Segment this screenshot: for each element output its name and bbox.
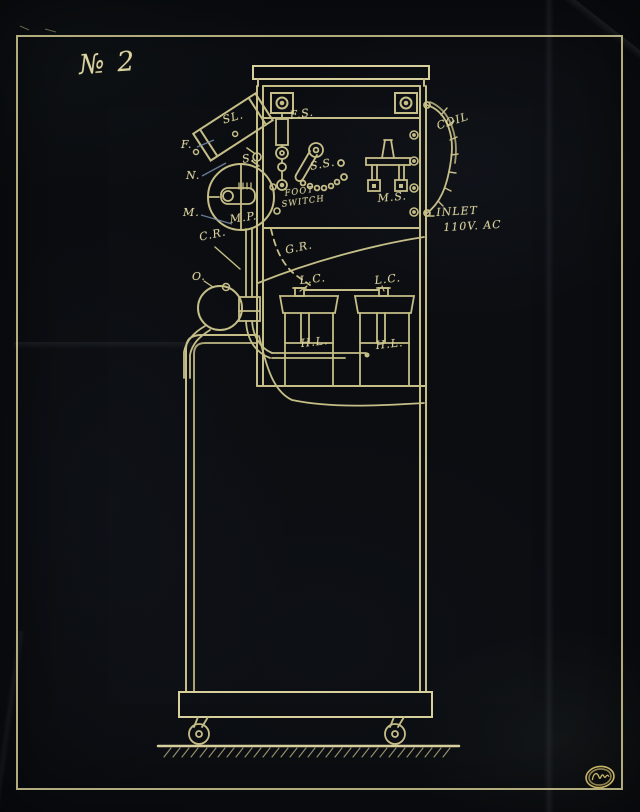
embossed-stamp [585, 765, 615, 789]
cr-leader [214, 246, 241, 270]
label-ms: M.S. [377, 189, 408, 205]
lamp-housing [191, 92, 275, 167]
base-plinth [178, 691, 433, 718]
drawing-number: № 2 [78, 46, 138, 81]
label-n: N. [186, 169, 201, 182]
caster-right [384, 716, 406, 745]
label-f: F. [181, 138, 193, 151]
label-o: O. [192, 270, 206, 283]
mounting-bracket-right [394, 92, 418, 114]
jar-right [353, 287, 416, 387]
ground-line [156, 744, 461, 758]
lower-cabinet [185, 334, 258, 693]
glass-bulb [197, 280, 243, 331]
power-cords [257, 236, 425, 407]
coil-cable [423, 101, 459, 217]
label-lc-left: L.C. [299, 271, 327, 287]
blue-leader-lines [196, 139, 233, 225]
main-knife-switch [365, 139, 411, 192]
tubing [183, 320, 370, 379]
gr-dashed-leader [270, 228, 311, 286]
paper-scratches [19, 25, 57, 33]
selector-switch [294, 142, 348, 192]
label-lc-right: L.C. [374, 271, 402, 287]
fuse-assembly [275, 112, 289, 191]
lc-left-leader [299, 285, 308, 292]
terminal-posts [409, 130, 419, 217]
label-s: S. [241, 150, 256, 166]
label-inlet: INLET [436, 203, 479, 219]
jar-left [278, 287, 340, 387]
label-m: M. [183, 206, 200, 219]
pipe-assembly [238, 228, 261, 322]
lc-right-leader [381, 285, 385, 292]
caster-left [188, 716, 210, 745]
motor-reel [207, 163, 275, 231]
